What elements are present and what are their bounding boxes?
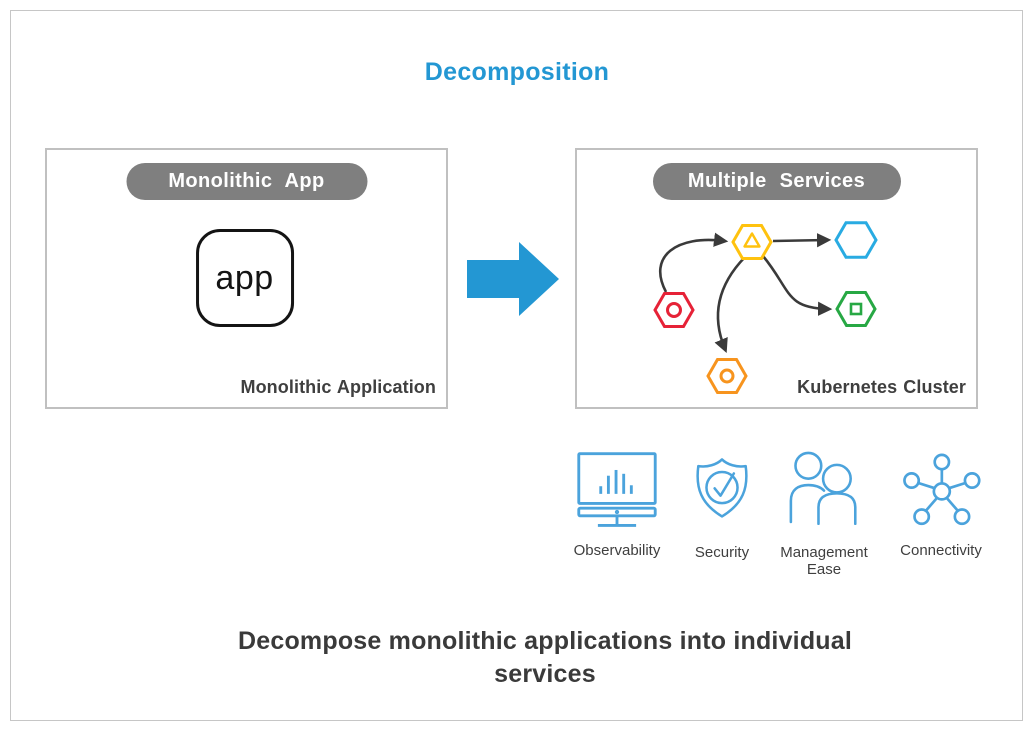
- connector-yellow-to-blue: [772, 233, 832, 248]
- feature-connectivity: Connectivity: [886, 448, 996, 559]
- green-hexagon-glyph: [849, 302, 863, 316]
- monolithic-pill-label: Monolithic App: [126, 163, 367, 200]
- services-panel: Multiple Services: [575, 148, 978, 409]
- feature-label: Observability: [573, 542, 661, 559]
- blue-hexagon-icon: [834, 221, 878, 259]
- network-hub-icon: [903, 453, 981, 526]
- border-frame: [10, 10, 1023, 721]
- feature-label: Management Ease: [780, 544, 868, 579]
- orange-hexagon-glyph: [719, 368, 735, 384]
- feature-label: Security: [694, 544, 750, 561]
- connector-yellow-to-green: [761, 255, 833, 316]
- headline-text: Decompose monolithic applications into i…: [237, 627, 853, 688]
- app-icon-label: app: [215, 258, 274, 297]
- monolithic-panel: Monolithic App app Monolithic Applicatio…: [45, 148, 448, 409]
- app-icon: app: [195, 229, 294, 327]
- people-icon: [789, 451, 857, 526]
- transform-arrow-shape: [467, 242, 559, 316]
- services-panel-caption: Kubernetes Cluster: [797, 377, 966, 397]
- transform-arrow-icon: [467, 242, 559, 316]
- feature-security: Security: [677, 448, 767, 561]
- diagram-title: Decomposition: [424, 58, 610, 86]
- services-pill-label: Multiple Services: [652, 163, 901, 200]
- monitor-chart-icon: [577, 452, 657, 527]
- feature-management-ease: Management Ease: [769, 448, 879, 579]
- monolithic-panel-caption: Monolithic Application: [240, 377, 436, 397]
- yellow-hexagon-glyph: [743, 232, 761, 248]
- green-hexagon-icon: [835, 291, 877, 327]
- feature-observability: Observability: [549, 448, 685, 559]
- services-graph: [653, 221, 878, 394]
- red-hexagon-icon: [653, 292, 695, 328]
- feature-label: Connectivity: [900, 542, 982, 559]
- connector-yellow-to-orange: [714, 256, 746, 353]
- connector-red-to-yellow: [659, 232, 729, 293]
- red-hexagon-glyph: [666, 302, 682, 318]
- orange-hexagon-icon: [706, 358, 748, 394]
- shield-check-icon: [696, 458, 748, 518]
- yellow-hexagon-icon: [731, 224, 773, 260]
